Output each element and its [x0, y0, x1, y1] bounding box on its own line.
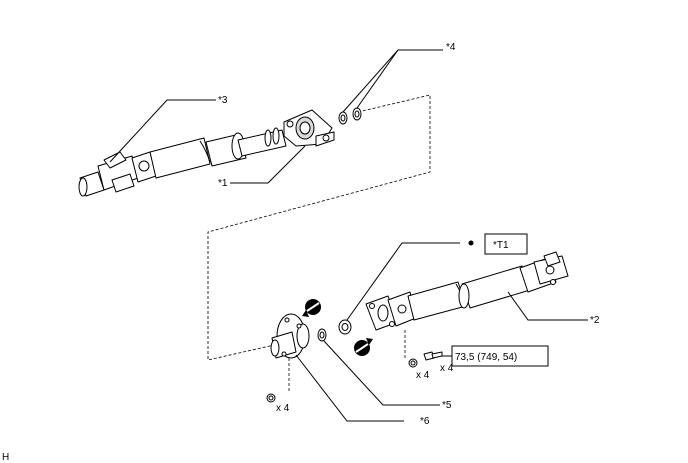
leader-c6: [295, 354, 404, 422]
t1-dot-marker: [468, 240, 474, 246]
t1-box: [484, 233, 528, 255]
leader-c4-a: [342, 49, 443, 113]
callout-5: *5: [442, 400, 452, 411]
rear-propeller-shaft: [365, 251, 569, 331]
callout-4: *4: [446, 42, 456, 53]
alignment-mark-lower: [354, 338, 373, 356]
washers: [338, 107, 362, 125]
corner-mark: H: [2, 452, 9, 463]
leader-t1: [346, 242, 460, 321]
spacer-washer: [317, 328, 327, 342]
qty-flange-nuts: x 4: [276, 403, 290, 414]
torque-box: [451, 345, 549, 367]
center-support-bearing: [283, 109, 335, 147]
qty-shaft-nuts: x 4: [416, 370, 430, 381]
callout-3: *3: [218, 95, 228, 106]
leader-c5: [323, 340, 440, 406]
leader-c3: [109, 99, 216, 163]
leader-c2: [507, 291, 588, 321]
callout-t1: *T1: [493, 240, 509, 251]
dashed-connection-line: [207, 94, 431, 361]
shaft-nut-small: [408, 358, 418, 368]
locking-nut: [338, 319, 352, 335]
qty-bolts: x 4: [440, 363, 454, 374]
alignment-mark-upper: [302, 299, 321, 317]
flange-nut-small: [266, 393, 276, 403]
flange-bolt: [423, 351, 443, 361]
companion-flange: [270, 313, 310, 359]
leader-c4-b: [356, 49, 399, 109]
front-propeller-shaft: [78, 127, 287, 197]
callout-1: *1: [218, 178, 228, 189]
leader-c1: [230, 145, 306, 184]
callout-2: *2: [590, 315, 600, 326]
callout-6: *6: [420, 416, 430, 427]
torque-value: 73,5 (749, 54): [455, 352, 517, 363]
